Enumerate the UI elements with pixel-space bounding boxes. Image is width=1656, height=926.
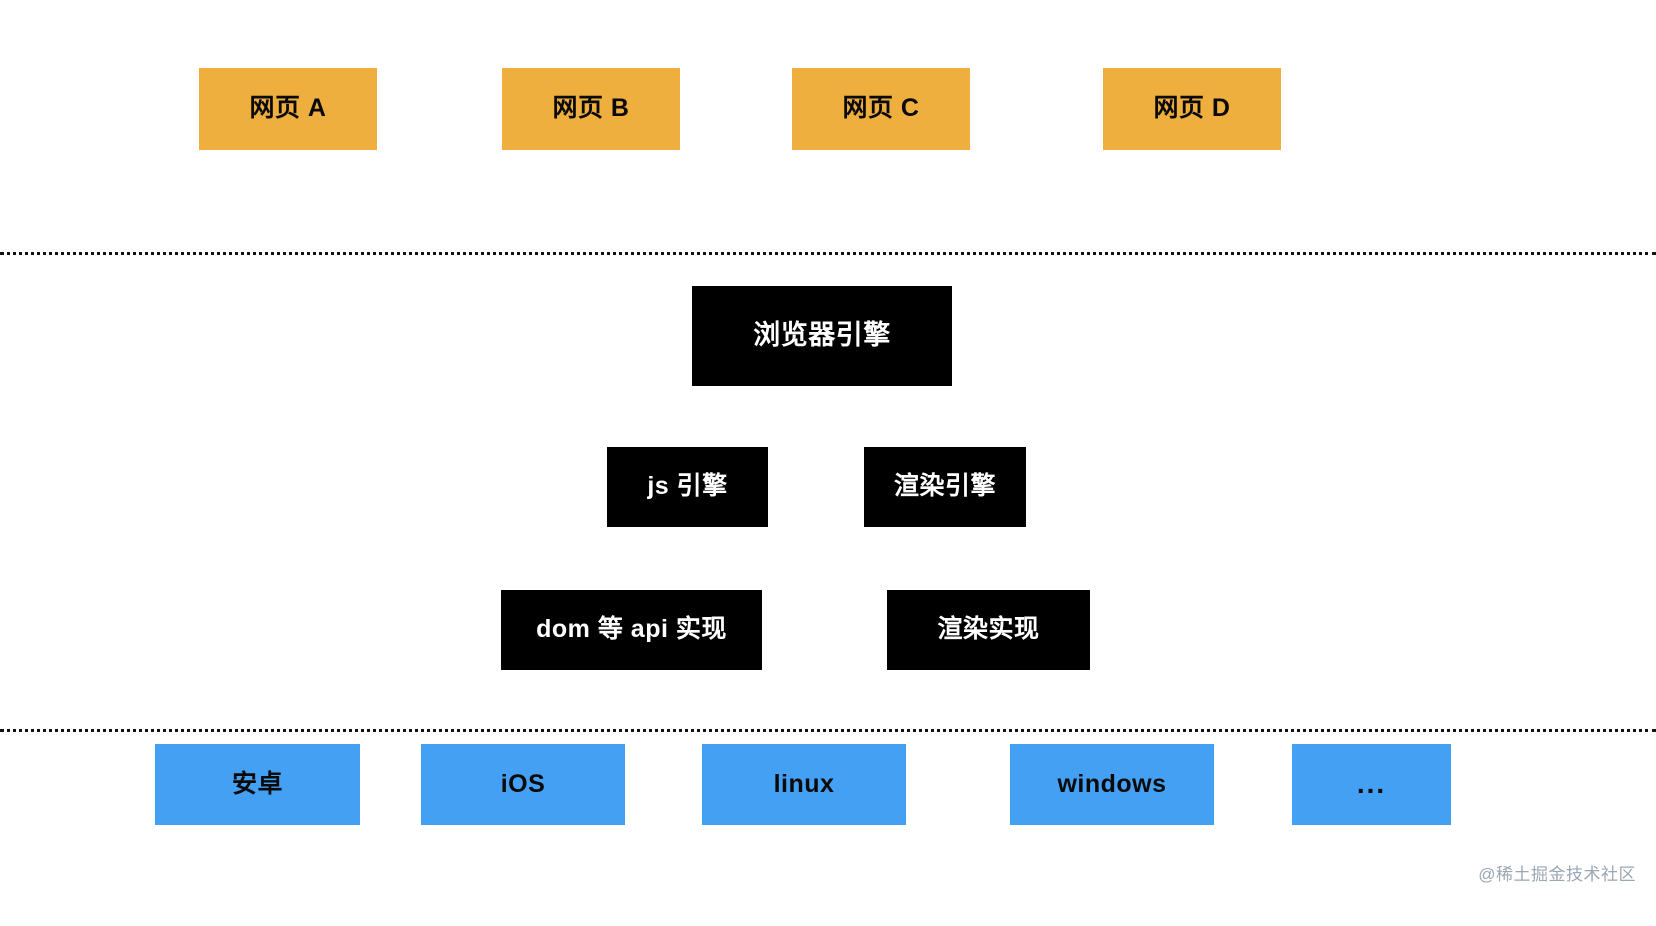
divider-top xyxy=(0,252,1656,255)
divider-bottom xyxy=(0,729,1656,732)
browser-engine-box[interactable]: 浏览器引擎 xyxy=(692,286,952,386)
web-page-box-a[interactable]: 网页 A xyxy=(199,68,377,150)
web-page-box-b[interactable]: 网页 B xyxy=(502,68,680,150)
dom-api-impl-box[interactable]: dom 等 api 实现 xyxy=(501,590,762,670)
os-box-android[interactable]: 安卓 xyxy=(155,744,360,825)
web-page-box-c[interactable]: 网页 C xyxy=(792,68,970,150)
render-impl-box[interactable]: 渲染实现 xyxy=(887,590,1090,670)
js-engine-box[interactable]: js 引擎 xyxy=(607,447,768,527)
os-box-windows[interactable]: windows xyxy=(1010,744,1214,825)
os-box-more[interactable]: ... xyxy=(1292,744,1451,825)
watermark-label: @稀土掘金技术社区 xyxy=(1478,865,1636,884)
render-engine-box[interactable]: 渲染引擎 xyxy=(864,447,1026,527)
os-box-ios[interactable]: iOS xyxy=(421,744,625,825)
os-box-linux[interactable]: linux xyxy=(702,744,906,825)
web-page-box-d[interactable]: 网页 D xyxy=(1103,68,1281,150)
